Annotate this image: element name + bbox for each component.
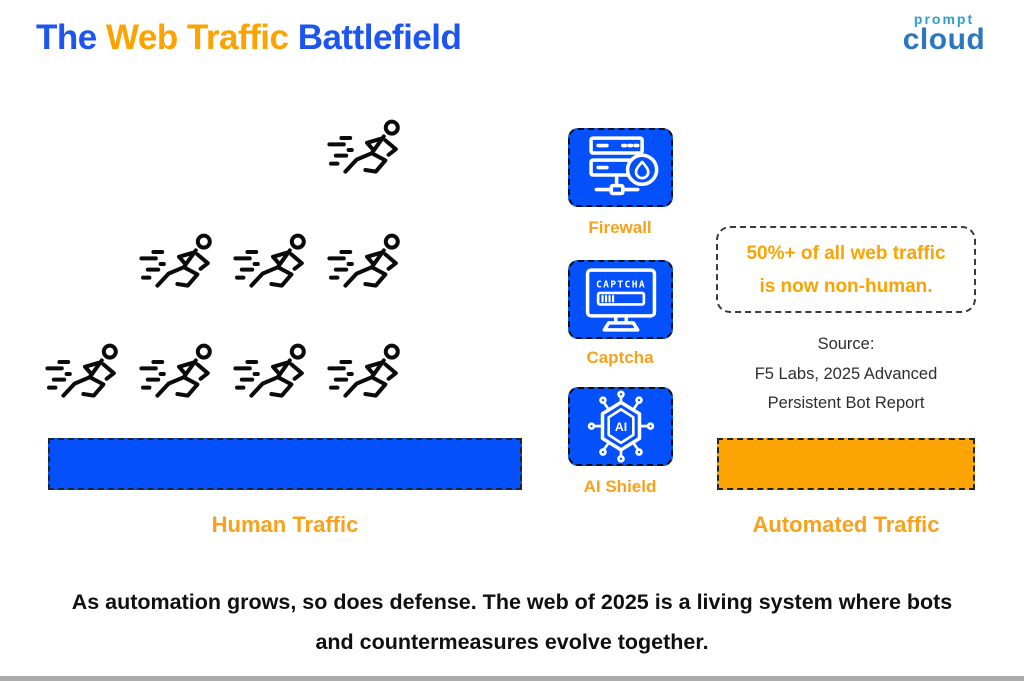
logo-word-prompt: prompt — [913, 11, 975, 27]
running-person-icon — [139, 343, 212, 398]
caption-line-2: and countermeasures evolve together. — [315, 630, 709, 654]
title-prefix: The — [36, 18, 106, 57]
firewall-icon — [588, 135, 658, 195]
caption: As automation grows, so does defense. Th… — [0, 582, 1024, 662]
automated-traffic-label: Automated Traffic — [752, 512, 940, 537]
stat-line-2: is now non-human. — [759, 275, 933, 297]
source-line-2: F5 Labs, 2025 Advanced — [754, 364, 938, 383]
stat-callout: 50%+ of all web traffic is now non-human… — [716, 226, 976, 313]
running-person-icon — [327, 233, 400, 288]
svg-text:AI: AI — [614, 419, 626, 433]
page-title: The Web Traffic Battlefield — [36, 18, 462, 58]
source-attribution: Source: F5 Labs, 2025 Advanced Persisten… — [700, 330, 992, 419]
ai-shield-label: AI Shield — [583, 477, 657, 496]
stat-line-1: 50%+ of all web traffic — [746, 242, 946, 264]
title-highlight: Web Traffic — [105, 18, 298, 57]
caption-line-1: As automation grows, so does defense. Th… — [71, 590, 953, 614]
running-person-icon — [327, 119, 400, 174]
running-person-icon — [327, 343, 400, 398]
runner-row-top — [327, 116, 407, 184]
running-person-icon — [233, 233, 306, 288]
running-person-icon — [233, 343, 306, 398]
running-person-icon — [45, 343, 118, 398]
ai-shield-icon: AI — [587, 389, 654, 463]
runner-row-middle — [139, 230, 407, 298]
automated-traffic-bar — [717, 438, 975, 490]
promptcloud-logo: prompt cloud — [892, 12, 996, 55]
source-line-3: Persistent Bot Report — [767, 394, 925, 412]
running-person-icon — [139, 233, 212, 288]
title-suffix: Battlefield — [297, 18, 462, 57]
logo-word-cloud: cloud — [902, 23, 986, 56]
firewall-card — [568, 128, 673, 207]
human-traffic-label: Human Traffic — [211, 512, 359, 537]
source-line-1: Source: — [817, 335, 875, 353]
bottom-edge-strip — [0, 676, 1024, 681]
ai-shield-card: AI — [568, 387, 673, 466]
svg-text:CAPTCHA: CAPTCHA — [595, 279, 645, 290]
runner-row-bottom — [45, 340, 407, 408]
captcha-card: CAPTCHA — [568, 260, 673, 339]
captcha-label: Captcha — [586, 348, 654, 367]
human-traffic-bar — [48, 438, 522, 490]
captcha-icon: CAPTCHA — [585, 267, 656, 332]
firewall-label: Firewall — [588, 218, 652, 237]
